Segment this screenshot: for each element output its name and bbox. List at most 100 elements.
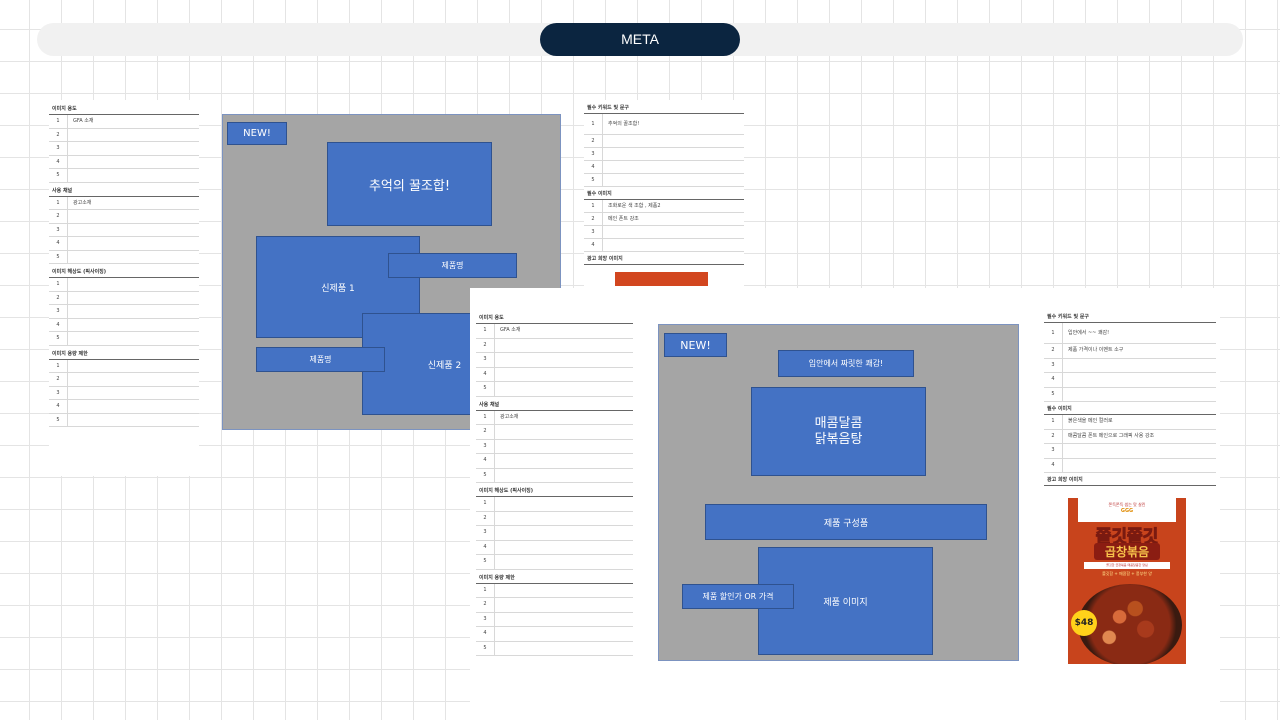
row-value[interactable] bbox=[68, 210, 73, 223]
row-value[interactable] bbox=[1063, 359, 1068, 373]
row-value[interactable]: 매콤달콤 폰트 메인으로 그래픽 사용 강조 bbox=[1068, 432, 1155, 439]
row-value[interactable]: 메인 폰트 강조 bbox=[608, 216, 639, 222]
table-row: 3 bbox=[584, 148, 744, 161]
table-row: 4 bbox=[476, 627, 633, 642]
row-number: 3 bbox=[584, 148, 603, 160]
row-value[interactable] bbox=[1063, 373, 1068, 387]
row-value[interactable] bbox=[68, 414, 73, 427]
row-value[interactable] bbox=[603, 239, 608, 251]
row-value[interactable] bbox=[495, 368, 500, 382]
ad-sample-image: 쫀득쫀득 씹는 맛 살린 GGG 쫄깃쫄깃 곱창볶음 쫄깃한 곱창볶음 매콤달콤… bbox=[1068, 498, 1186, 664]
row-value[interactable] bbox=[495, 382, 500, 396]
row-value[interactable]: 붉은색을 메인 컬러로 bbox=[1068, 418, 1113, 424]
row-number: 1 bbox=[1044, 415, 1063, 429]
price-block: 제품 할인가 OR 가격 bbox=[682, 584, 794, 609]
row-number: 3 bbox=[49, 223, 68, 236]
table-row: 5 bbox=[1044, 387, 1216, 402]
row-value[interactable] bbox=[68, 360, 73, 373]
row-number: 5 bbox=[476, 641, 495, 655]
row-number: 2 bbox=[49, 291, 68, 304]
ad-price-badge: $48 bbox=[1071, 610, 1097, 636]
table-row: 5 bbox=[584, 174, 744, 187]
row-value[interactable] bbox=[495, 339, 500, 353]
row-value[interactable] bbox=[68, 319, 73, 332]
row-value[interactable]: 광고소재 bbox=[73, 199, 92, 206]
row-value[interactable]: 광고소재 bbox=[500, 413, 519, 420]
row-number: 5 bbox=[49, 169, 68, 182]
row-value[interactable] bbox=[495, 353, 500, 367]
row-number: 2 bbox=[584, 213, 603, 225]
row-value[interactable] bbox=[68, 142, 73, 155]
row-value[interactable]: GFA 소재 bbox=[500, 327, 521, 333]
row-value[interactable] bbox=[495, 454, 500, 468]
row-value[interactable] bbox=[495, 526, 500, 540]
row-number: 4 bbox=[49, 237, 68, 250]
table-row: 2 bbox=[49, 373, 199, 387]
page-title-pill[interactable]: META bbox=[540, 23, 740, 56]
row-number: 5 bbox=[476, 555, 495, 569]
row-value[interactable]: 추억의 꿀조합! bbox=[608, 121, 640, 127]
row-value[interactable] bbox=[495, 425, 500, 439]
row-value[interactable] bbox=[68, 169, 73, 182]
section-title: 필수 키워드 및 문구 bbox=[584, 105, 744, 114]
row-value[interactable] bbox=[68, 278, 73, 291]
table-row: 1 bbox=[476, 497, 633, 512]
row-value[interactable] bbox=[603, 226, 608, 238]
row-value[interactable] bbox=[1063, 388, 1068, 402]
headline-line-2: 닭볶음탕 bbox=[814, 431, 863, 447]
table-row: 3 bbox=[49, 305, 199, 319]
row-value[interactable]: GFA 소재 bbox=[73, 118, 94, 124]
row-value[interactable] bbox=[495, 541, 500, 555]
row-value[interactable] bbox=[495, 555, 500, 569]
row-value[interactable] bbox=[603, 174, 608, 186]
product-name-block-b: 제품명 bbox=[256, 347, 385, 372]
row-value[interactable] bbox=[68, 400, 73, 413]
row-value[interactable] bbox=[1063, 444, 1068, 458]
row-value[interactable] bbox=[495, 497, 500, 511]
row-value[interactable] bbox=[68, 237, 73, 250]
row-value[interactable] bbox=[68, 292, 73, 305]
row-number: 1 bbox=[49, 359, 68, 372]
row-value[interactable] bbox=[68, 305, 73, 318]
row-value[interactable]: 제품 가격이나 이벤트 소구 bbox=[1068, 347, 1124, 353]
row-value[interactable] bbox=[68, 156, 73, 169]
row-value[interactable] bbox=[495, 512, 500, 526]
table-row: 2 bbox=[476, 338, 633, 353]
table-row: 4 bbox=[1044, 458, 1216, 473]
row-value[interactable] bbox=[68, 373, 73, 386]
table-row: 3 bbox=[1044, 444, 1216, 459]
row-value[interactable] bbox=[495, 642, 500, 656]
table-row: 5 bbox=[49, 332, 199, 346]
row-value[interactable] bbox=[495, 627, 500, 641]
row-number: 2 bbox=[584, 135, 603, 147]
table-row: 3 bbox=[49, 386, 199, 400]
ad-brand: GGG bbox=[1120, 508, 1134, 514]
row-value[interactable] bbox=[603, 135, 608, 147]
row-number: 4 bbox=[49, 318, 68, 331]
row-value[interactable] bbox=[603, 148, 608, 160]
row-value[interactable] bbox=[495, 469, 500, 483]
row-value[interactable] bbox=[495, 584, 500, 598]
row-value[interactable] bbox=[68, 332, 73, 345]
row-value[interactable] bbox=[495, 440, 500, 454]
row-value[interactable] bbox=[68, 129, 73, 142]
row-value[interactable] bbox=[495, 598, 500, 612]
row-value[interactable] bbox=[495, 613, 500, 627]
row-value[interactable] bbox=[1063, 459, 1068, 473]
table-row: 5 bbox=[476, 641, 633, 656]
row-value[interactable]: 조화로운 색 조합 , 제품2 bbox=[608, 203, 661, 209]
table-row: 5 bbox=[49, 413, 199, 427]
row-value[interactable] bbox=[68, 387, 73, 400]
row-value[interactable] bbox=[68, 251, 73, 264]
row-value[interactable]: 입안에서 ~~ 쾌감! bbox=[1068, 330, 1110, 336]
table-row: 3 bbox=[476, 353, 633, 368]
row-value[interactable] bbox=[603, 161, 608, 173]
row-number: 1 bbox=[49, 115, 68, 128]
row-number: 3 bbox=[476, 612, 495, 626]
row-number: 2 bbox=[49, 128, 68, 141]
row-number: 4 bbox=[476, 454, 495, 468]
row-value[interactable] bbox=[68, 224, 73, 237]
